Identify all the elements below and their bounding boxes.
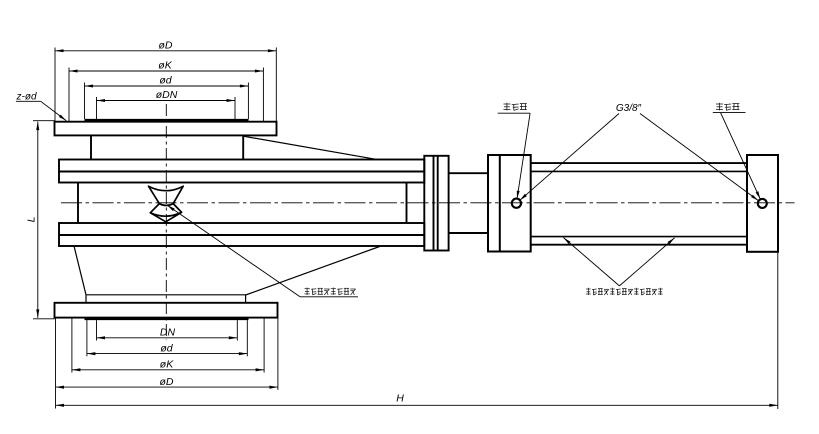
svg-text:øK: øK: [158, 60, 172, 72]
svg-text:ød: ød: [159, 75, 172, 87]
svg-text:z-ød: z-ød: [16, 91, 37, 102]
svg-text:G3/8″: G3/8″: [616, 103, 642, 114]
svg-text:DN: DN: [160, 327, 176, 339]
svg-text:L: L: [26, 216, 38, 222]
svg-text:øD: øD: [159, 39, 173, 51]
svg-text:øD: øD: [160, 376, 174, 388]
svg-text:ød: ød: [160, 342, 173, 354]
svg-text:øDN: øDN: [156, 89, 178, 101]
svg-text:øK: øK: [160, 359, 174, 371]
svg-text:H: H: [396, 393, 404, 405]
